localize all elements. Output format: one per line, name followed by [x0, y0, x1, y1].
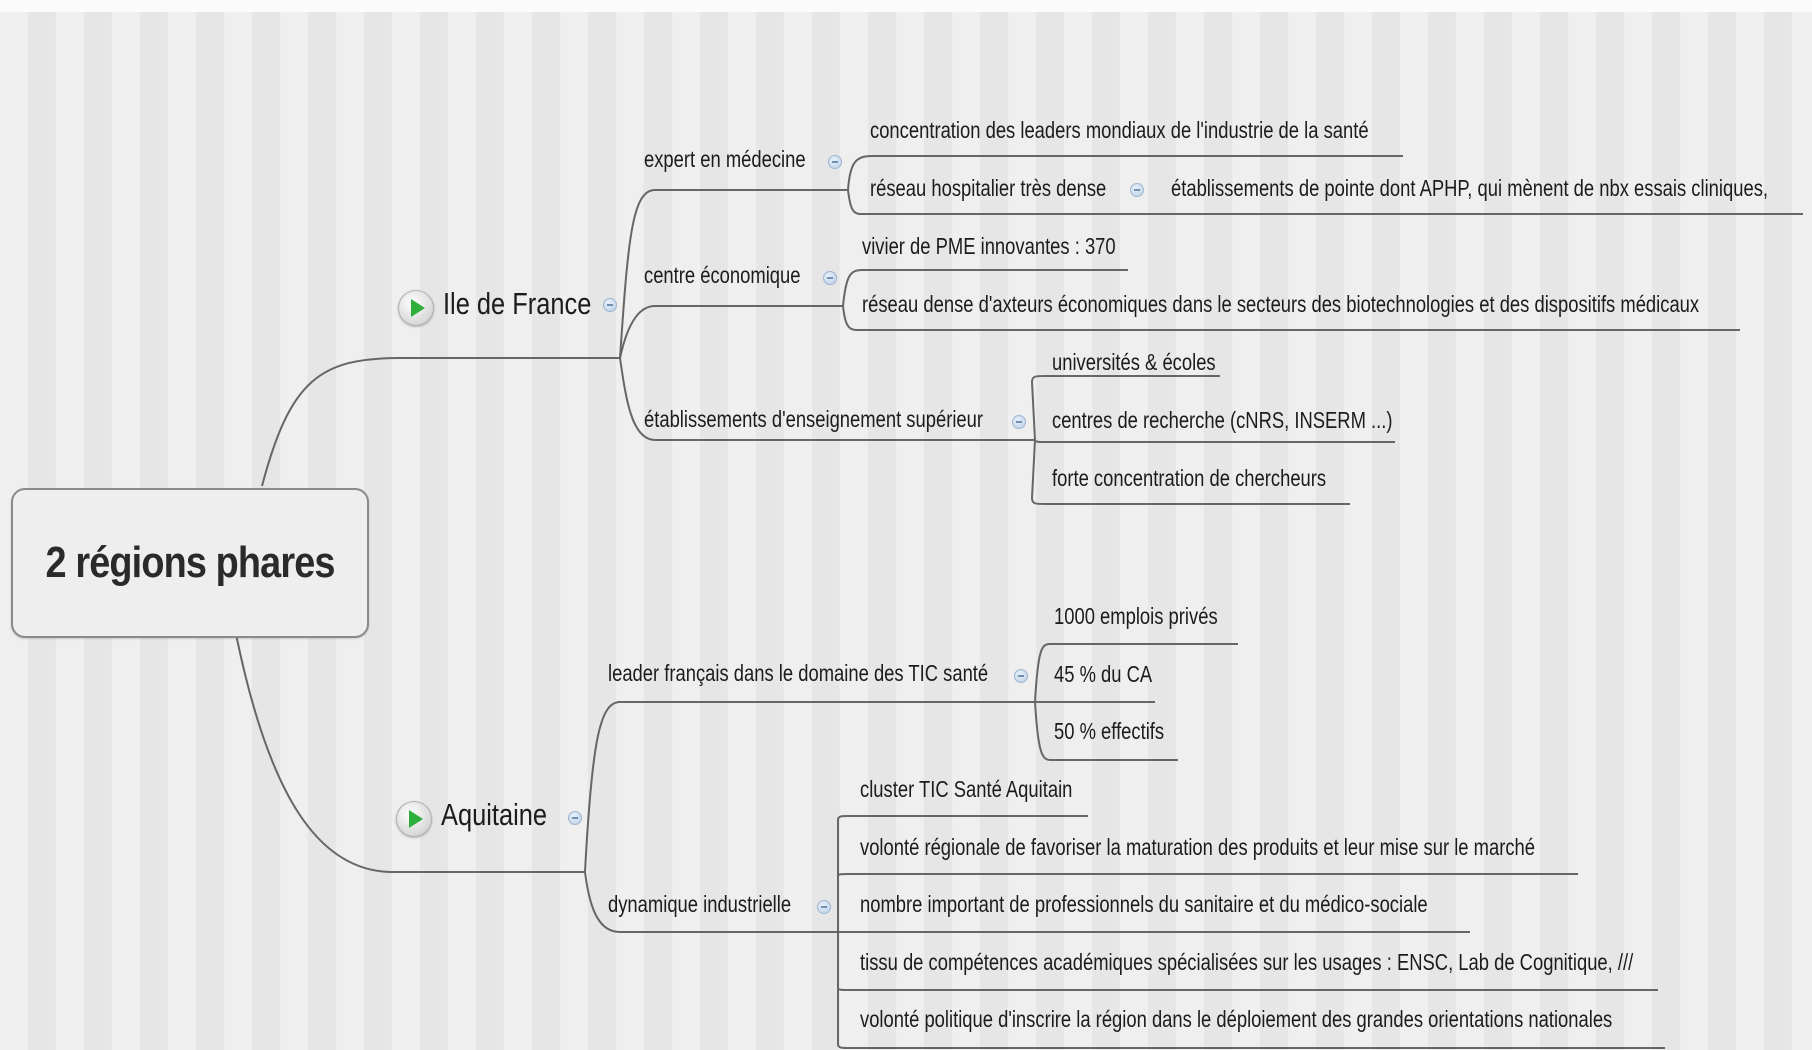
root-label: 2 régions phares [45, 538, 335, 587]
root-node[interactable]: 2 régions phares [11, 488, 369, 638]
collapse-icon[interactable] [603, 298, 617, 312]
leaf-label: cluster TIC Santé Aquitain [860, 776, 1073, 802]
connector-root-aquitaine [235, 633, 585, 873]
connector-etab-leaf2 [1034, 439, 1395, 443]
connector-idf-etab [619, 357, 1035, 441]
branch-label: Ile de France [443, 286, 592, 321]
leaf-reseau-hospitalier[interactable]: réseau hospitalier très dense [870, 175, 1165, 202]
collapse-icon[interactable] [1012, 415, 1026, 429]
leaf-label: volonté politique d'inscrire la région d… [860, 1006, 1613, 1032]
topic-centre-economique[interactable]: centre économique [644, 262, 840, 289]
leaf-label: réseau hospitalier très dense [870, 175, 1107, 201]
leaf-cluster-tic[interactable]: cluster TIC Santé Aquitain [860, 776, 1126, 803]
leaf-label: nombre important de professionnels du sa… [860, 891, 1428, 917]
topic-label: leader français dans le domaine des TIC … [608, 660, 989, 686]
leaf-forte-concentration[interactable]: forte concentration de chercheurs [1052, 465, 1395, 492]
collapse-icon[interactable] [817, 900, 831, 914]
topic-label: centre économique [644, 262, 801, 288]
leaf-label: volonté régionale de favoriser la matura… [860, 834, 1536, 860]
connector-idf-expert [619, 189, 848, 359]
connector-etab-leaf3 [1030, 439, 1350, 505]
leaf-concentration-leaders[interactable]: concentration des leaders mondiaux de l'… [870, 117, 1493, 144]
connector-leader-leaf3 [1034, 701, 1178, 761]
leaf-vivier-pme[interactable]: vivier de PME innovantes : 370 [862, 233, 1179, 260]
leaf-emplois-prives[interactable]: 1000 emplois privés [1054, 603, 1259, 630]
leaf-label: 45 % du CA [1054, 661, 1153, 687]
connector-expert-leaf1 [847, 155, 1403, 191]
leaf-label: 50 % effectifs [1054, 718, 1165, 744]
topic-dynamique-industrielle[interactable]: dynamique industrielle [608, 891, 837, 918]
topic-label: dynamique industrielle [608, 891, 792, 917]
topic-expert-medecine[interactable]: expert en médecine [644, 146, 846, 173]
play-icon[interactable] [398, 290, 434, 326]
leaf-universites[interactable]: universités & écoles [1052, 349, 1257, 376]
leaf-label: tissu de compétences académiques spécial… [860, 949, 1634, 975]
connector-etab-leaf1 [1030, 375, 1220, 441]
leaf-label: forte concentration de chercheurs [1052, 465, 1327, 491]
connector-centre-leaf1 [842, 269, 1128, 307]
leaf-reseau-dense[interactable]: réseau dense d'axteurs économiques dans … [862, 291, 1812, 318]
leaf-label: centres de recherche (cNRS, INSERM ...) [1052, 407, 1393, 433]
collapse-icon[interactable] [568, 811, 582, 825]
branch-ile-de-france[interactable]: Ile de France [443, 286, 624, 322]
connector-dyn-leaf1 [837, 815, 1088, 932]
connector-expert-leaf2 [847, 189, 1137, 215]
branch-aquitaine[interactable]: Aquitaine [441, 797, 570, 833]
leaf-etablissements-pointe[interactable]: établissements de pointe dont APHP, qui … [1171, 175, 1812, 202]
connector-root-idf [261, 357, 620, 487]
leaf-45-ca[interactable]: 45 % du CA [1054, 661, 1177, 688]
leaf-label: réseau dense d'axteurs économiques dans … [862, 291, 1700, 317]
connector-aq-leader [584, 701, 1035, 873]
leaf-nombre-professionnels[interactable]: nombre important de professionnels du sa… [860, 891, 1570, 918]
collapse-icon[interactable] [1130, 183, 1144, 197]
connector-aq-dynamique [584, 871, 838, 933]
leaf-label: universités & écoles [1052, 349, 1216, 375]
leaf-volonte-regionale[interactable]: volonté régionale de favoriser la matura… [860, 834, 1704, 861]
connector-leader-leaf1 [1034, 643, 1238, 703]
play-icon[interactable] [396, 801, 432, 837]
leaf-50-effectifs[interactable]: 50 % effectifs [1054, 718, 1192, 745]
leaf-centres-recherche[interactable]: centres de recherche (cNRS, INSERM ...) [1052, 407, 1478, 434]
leaf-label: 1000 emplois privés [1054, 603, 1218, 629]
connector-dyn-leaf5 [837, 932, 1665, 1049]
leaf-label: concentration des leaders mondiaux de l'… [870, 117, 1369, 143]
topic-label: expert en médecine [644, 146, 806, 172]
leaf-label: établissements de pointe dont APHP, qui … [1171, 175, 1769, 201]
topic-leader-tic[interactable]: leader français dans le domaine des TIC … [608, 660, 1083, 687]
topic-etablissements[interactable]: établissements d'enseignement supérieur [644, 406, 1068, 433]
leaf-tissu-competences[interactable]: tissu de compétences académiques spécial… [860, 949, 1812, 976]
connector-dyn-leaf2 [837, 873, 1578, 932]
connector-idf-centre [619, 305, 843, 359]
leaf-volonte-politique[interactable]: volonté politique d'inscrire la région d… [860, 1006, 1800, 1033]
leaf-label: vivier de PME innovantes : 370 [862, 233, 1116, 259]
branch-label: Aquitaine [441, 797, 548, 832]
collapse-icon[interactable] [828, 155, 842, 169]
collapse-icon[interactable] [1014, 669, 1028, 683]
connector-centre-leaf2 [842, 305, 1740, 331]
topic-label: établissements d'enseignement supérieur [644, 406, 983, 432]
top-strip [0, 0, 1812, 12]
collapse-icon[interactable] [823, 271, 837, 285]
